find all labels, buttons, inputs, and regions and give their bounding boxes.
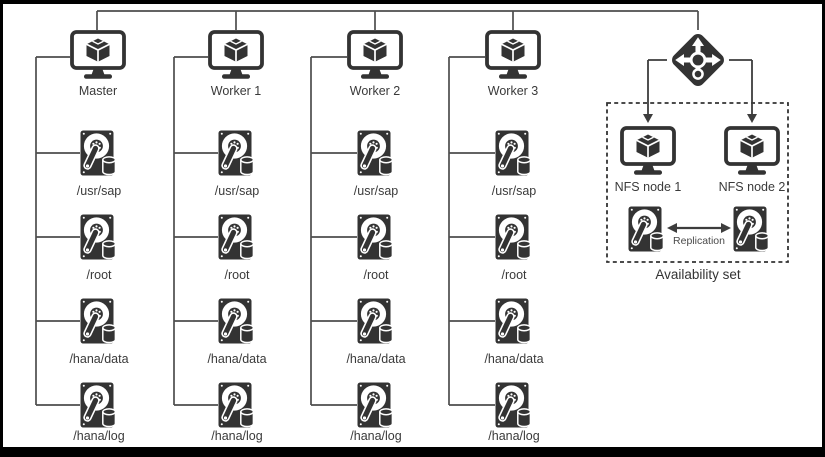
worker3-disk-bus [448, 56, 495, 406]
disk-icon [80, 214, 116, 260]
frame-border-top [0, 0, 825, 4]
disk-icon [357, 214, 393, 260]
replication-arrowhead-left [667, 223, 677, 233]
disk-label: /hana/data [69, 352, 129, 366]
disk-icon [495, 130, 531, 176]
disk-label: /hana/log [350, 429, 402, 443]
disk-label: /root [224, 268, 250, 282]
disk-label: /hana/log [488, 429, 540, 443]
frame-border-right [822, 0, 825, 457]
disk-icon [218, 382, 254, 428]
disk-icon [218, 298, 254, 344]
disk-label: /usr/sap [353, 184, 399, 198]
disk-label: /hana/log [211, 429, 263, 443]
disk-icon [495, 214, 531, 260]
worker1-disk-bus [173, 56, 218, 406]
disk-label: /usr/sap [491, 184, 537, 198]
vm-icon [485, 30, 541, 80]
disk-label: /hana/data [207, 352, 267, 366]
vm-icon [208, 30, 264, 80]
disk-label: /root [501, 268, 527, 282]
disk-icon [80, 130, 116, 176]
nfs1-arrowhead [643, 114, 653, 123]
disk-icon [733, 206, 769, 252]
disk-label: /hana/data [346, 352, 406, 366]
availability-set-caption: Availability set [655, 267, 741, 282]
disk-icon [628, 206, 664, 252]
frame-border-left [0, 0, 3, 457]
vm-label-master: Master [78, 84, 118, 98]
lb-to-nfs1-line [647, 59, 667, 114]
top-bus-line [96, 10, 699, 30]
load-balancer-icon [667, 29, 729, 91]
vm-label-worker1: Worker 1 [210, 84, 262, 98]
vm-icon [620, 126, 676, 176]
disk-icon [357, 298, 393, 344]
frame-border-bottom [0, 447, 825, 457]
disk-label: /root [363, 268, 389, 282]
disk-icon [80, 382, 116, 428]
vm-label-worker2: Worker 2 [349, 84, 401, 98]
disk-label: /hana/log [73, 429, 125, 443]
lb-to-nfs2-line [729, 59, 753, 114]
disk-icon [357, 130, 393, 176]
master-disk-bus [35, 56, 80, 406]
disk-label: /root [86, 268, 112, 282]
replication-arrowhead-right [721, 223, 731, 233]
disk-icon [218, 214, 254, 260]
vm-icon [347, 30, 403, 80]
nfs2-arrowhead [747, 114, 757, 123]
nfs-node1-label: NFS node 1 [614, 180, 682, 194]
nfs-node2-label: NFS node 2 [718, 180, 786, 194]
vm-label-worker3: Worker 3 [487, 84, 539, 98]
disk-icon [80, 298, 116, 344]
availability-set-box [606, 102, 789, 263]
disk-label: /hana/data [484, 352, 544, 366]
disk-label: /usr/sap [214, 184, 260, 198]
disk-label: /usr/sap [76, 184, 122, 198]
disk-icon [495, 298, 531, 344]
worker2-disk-bus [310, 56, 357, 406]
vm-icon [724, 126, 780, 176]
disk-icon [495, 382, 531, 428]
vm-icon [70, 30, 126, 80]
replication-label: Replication [673, 235, 725, 247]
disk-icon [218, 130, 254, 176]
disk-icon [357, 382, 393, 428]
